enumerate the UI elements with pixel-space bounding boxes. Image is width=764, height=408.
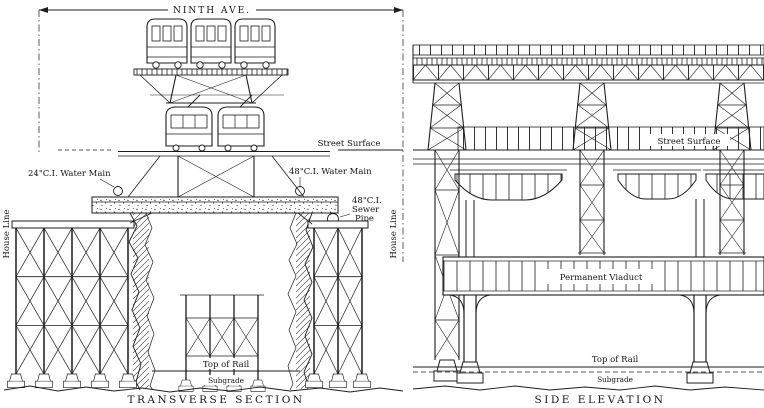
elevated-structure <box>412 44 764 84</box>
sewer-pipe-label-1: 48"C.I. <box>352 196 382 206</box>
top-of-rail-left-label: Top of Rail <box>203 360 250 370</box>
temporary-street-deck <box>91 196 339 214</box>
sewer-pipe-label-2: Sewer <box>352 205 380 215</box>
right-trestle-bents <box>297 212 371 388</box>
utility-labels: 24"C.I. Water Main 48"C.I. Water Main 48… <box>28 167 382 225</box>
street-surface-left-label: Street Surface <box>318 139 381 149</box>
elevated-train-cars <box>146 18 276 69</box>
top-of-rail-left: Top of Rail Subgrade <box>152 358 300 385</box>
excavation-shoring-posts <box>178 294 266 392</box>
top-of-rail-right: Top of Rail Subgrade <box>413 353 764 384</box>
water-main-48-pipe <box>295 186 305 196</box>
ground-line-right <box>412 385 764 391</box>
upper-temporary-tower <box>139 74 284 104</box>
top-of-rail-right-label: Top of Rail <box>592 355 639 365</box>
side-elevation-caption: SIDE ELEVATION <box>535 394 666 406</box>
ground-line-left <box>3 385 404 393</box>
viaduct-column-left <box>449 200 491 384</box>
side-elevation-drawing: Street Surface Permanent Viad <box>412 44 764 391</box>
water-main-24-pipe <box>113 186 123 196</box>
transverse-section-caption: TRANSVERSE SECTION <box>127 394 304 406</box>
permanent-viaduct-girder: Permanent Viaduct <box>442 256 764 296</box>
water-main-48-label: 48"C.I. Water Main <box>289 167 372 177</box>
ninth-ave-label: NINTH AVE. <box>173 6 251 16</box>
trolley-platform <box>118 151 330 198</box>
ninth-ave-dimension: NINTH AVE. <box>39 6 403 16</box>
left-trestle-bents <box>7 212 153 388</box>
transverse-section-drawing: NINTH AVE. House Line House Line <box>2 6 404 393</box>
subgrade-right-label: Subgrade <box>597 375 633 384</box>
viaduct-column-right <box>679 199 721 384</box>
elevated-track-deck <box>133 68 289 76</box>
left-support-tower-lower <box>433 149 461 382</box>
house-line-left-label: House Line <box>2 210 12 259</box>
permanent-viaduct-label: Permanent Viaduct <box>560 273 643 283</box>
water-main-24-label: 24"C.I. Water Main <box>28 169 111 179</box>
sewer-pipe-label-3: Pipe <box>355 214 374 224</box>
excavation-walls <box>128 212 314 391</box>
street-surface-right-label: Street Surface <box>658 137 721 147</box>
subgrade-left-label: Subgrade <box>208 376 244 385</box>
house-line-right-label: House Line <box>389 210 399 259</box>
